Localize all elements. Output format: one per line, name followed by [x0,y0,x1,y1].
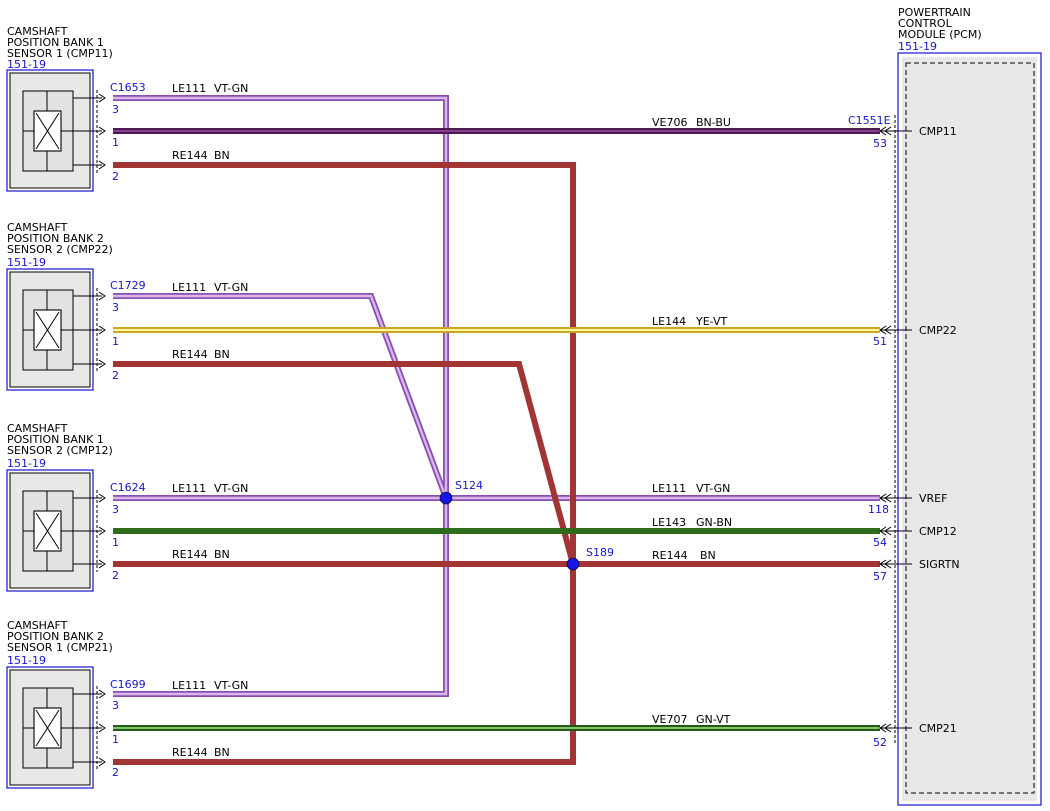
sensor-name-line: SENSOR 1 (CMP21) [7,641,113,654]
sensor-name-line: CAMSHAFT [7,25,68,38]
wire-color-code: VT-GN [214,82,248,95]
wire-circuit: VE706 [652,116,687,129]
wire-color-code: VT-GN [214,679,248,692]
sensor-name-line: POSITION BANK 1 [7,433,104,446]
sensor-name-line: CAMSHAFT [7,422,68,435]
pcm-name-line: MODULE (PCM) [898,28,982,41]
pin-number: 1 [112,733,119,746]
wire-color-code: VT-GN [214,482,248,495]
wire-color-code: BN [214,348,230,361]
sensor-name-line: CAMSHAFT [7,619,68,632]
sensor-ref: 151-19 [7,256,46,269]
wires [113,95,880,765]
pin-number: 2 [112,369,119,382]
wire-color-code: BN-BU [696,116,731,129]
sensor-cmp22[interactable]: CAMSHAFT POSITION BANK 2 SENSOR 2 (CMP22… [6,221,248,391]
wire-color-code: VT-GN [696,482,730,495]
sensor-name-line: CAMSHAFT [7,221,68,234]
splice-s124[interactable]: S124 [439,479,483,505]
wire-circuit: VE707 [652,713,687,726]
pcm-pin-name: CMP11 [919,125,957,138]
pin-number: 3 [112,503,119,516]
splice-label: S124 [455,479,483,492]
pcm-pin-name: VREF [919,492,947,505]
pin-number: 1 [112,536,119,549]
pcm-pin-number: 52 [873,736,887,749]
wire-circuit: LE111 [172,679,206,692]
pin-number: 1 [112,136,119,149]
pcm-pin-number: 54 [873,536,887,549]
sensor-ref: 151-19 [7,58,46,71]
right-wire-labels: VE706 BN-BU LE144 YE-VT LE111 VT-GN LE14… [652,116,732,726]
wire-re144-network [113,162,880,765]
sensor-ref: 151-19 [7,457,46,470]
pcm-pin-number: 53 [873,137,887,150]
wire-circuit: RE144 [172,149,208,162]
wire-color-code: BN [214,149,230,162]
sensor-cmp11[interactable]: CAMSHAFT POSITION BANK 1 SENSOR 1 (CMP11… [6,25,248,192]
pcm-pin-number: 57 [873,570,887,583]
wire-circuit: LE111 [652,482,686,495]
sensor-cmp12[interactable]: CAMSHAFT POSITION BANK 1 SENSOR 2 (CMP12… [6,422,248,592]
pin-number: 2 [112,569,119,582]
connector-label: C1624 [110,481,146,494]
wire-circuit: LE111 [172,281,206,294]
wire-circuit: LE111 [172,82,206,95]
pcm-pin-number: 51 [873,335,887,348]
pcm-pin-name: SIGRTN [919,558,960,571]
wire-circuit: LE143 [652,516,686,529]
wire-circuit: RE144 [172,348,208,361]
pcm-connector-label: C1551E [848,114,891,127]
wire-circuit: LE144 [652,315,686,328]
pcm-name-line: CONTROL [898,17,953,30]
sensor-name-line: SENSOR 1 (CMP11) [7,47,113,60]
sensor-name-line: POSITION BANK 2 [7,630,104,643]
wire-color-code: BN [214,746,230,759]
sensor-cmp21[interactable]: CAMSHAFT POSITION BANK 2 SENSOR 1 (CMP21… [6,619,248,789]
wire-circuit: RE144 [172,746,208,759]
wire-color-code: GN-BN [696,516,732,529]
pin-number: 3 [112,103,119,116]
connector-label: C1653 [110,81,146,94]
sensor-name-line: POSITION BANK 2 [7,232,104,245]
wire-color-code: GN-VT [696,713,731,726]
pcm-pin-name: CMP21 [919,722,957,735]
wire-circuit: RE144 [172,548,208,561]
wire-color-code: YE-VT [695,315,728,328]
sensor-name-line: SENSOR 2 (CMP12) [7,444,113,457]
wire-circuit: RE144 [652,549,688,562]
pin-number: 1 [112,335,119,348]
pcm-module[interactable]: POWERTRAIN CONTROL MODULE (PCM) 151-19 C… [848,6,1042,806]
wire-circuit: LE111 [172,482,206,495]
pcm-name-line: POWERTRAIN [898,6,971,19]
splice-label: S189 [586,546,614,559]
pin-number: 3 [112,699,119,712]
pcm-pin-name: CMP22 [919,324,957,337]
wire-le111-network [113,95,880,697]
pin-number: 2 [112,170,119,183]
wire-color-code: BN [700,549,716,562]
pin-number: 2 [112,766,119,779]
sensor-ref: 151-19 [7,654,46,667]
pin-number: 3 [112,301,119,314]
pcm-pin-name: CMP12 [919,525,957,538]
sensor-name-line: SENSOR 2 (CMP22) [7,243,113,256]
pcm-ref: 151-19 [898,40,937,53]
connector-label: C1729 [110,279,146,292]
sensor-name-line: POSITION BANK 1 [7,36,104,49]
connector-label: C1699 [110,678,146,691]
splice-s189[interactable]: S189 [566,546,614,571]
wire-color-code: VT-GN [214,281,248,294]
pcm-pin-number: 118 [868,503,889,516]
wire-color-code: BN [214,548,230,561]
